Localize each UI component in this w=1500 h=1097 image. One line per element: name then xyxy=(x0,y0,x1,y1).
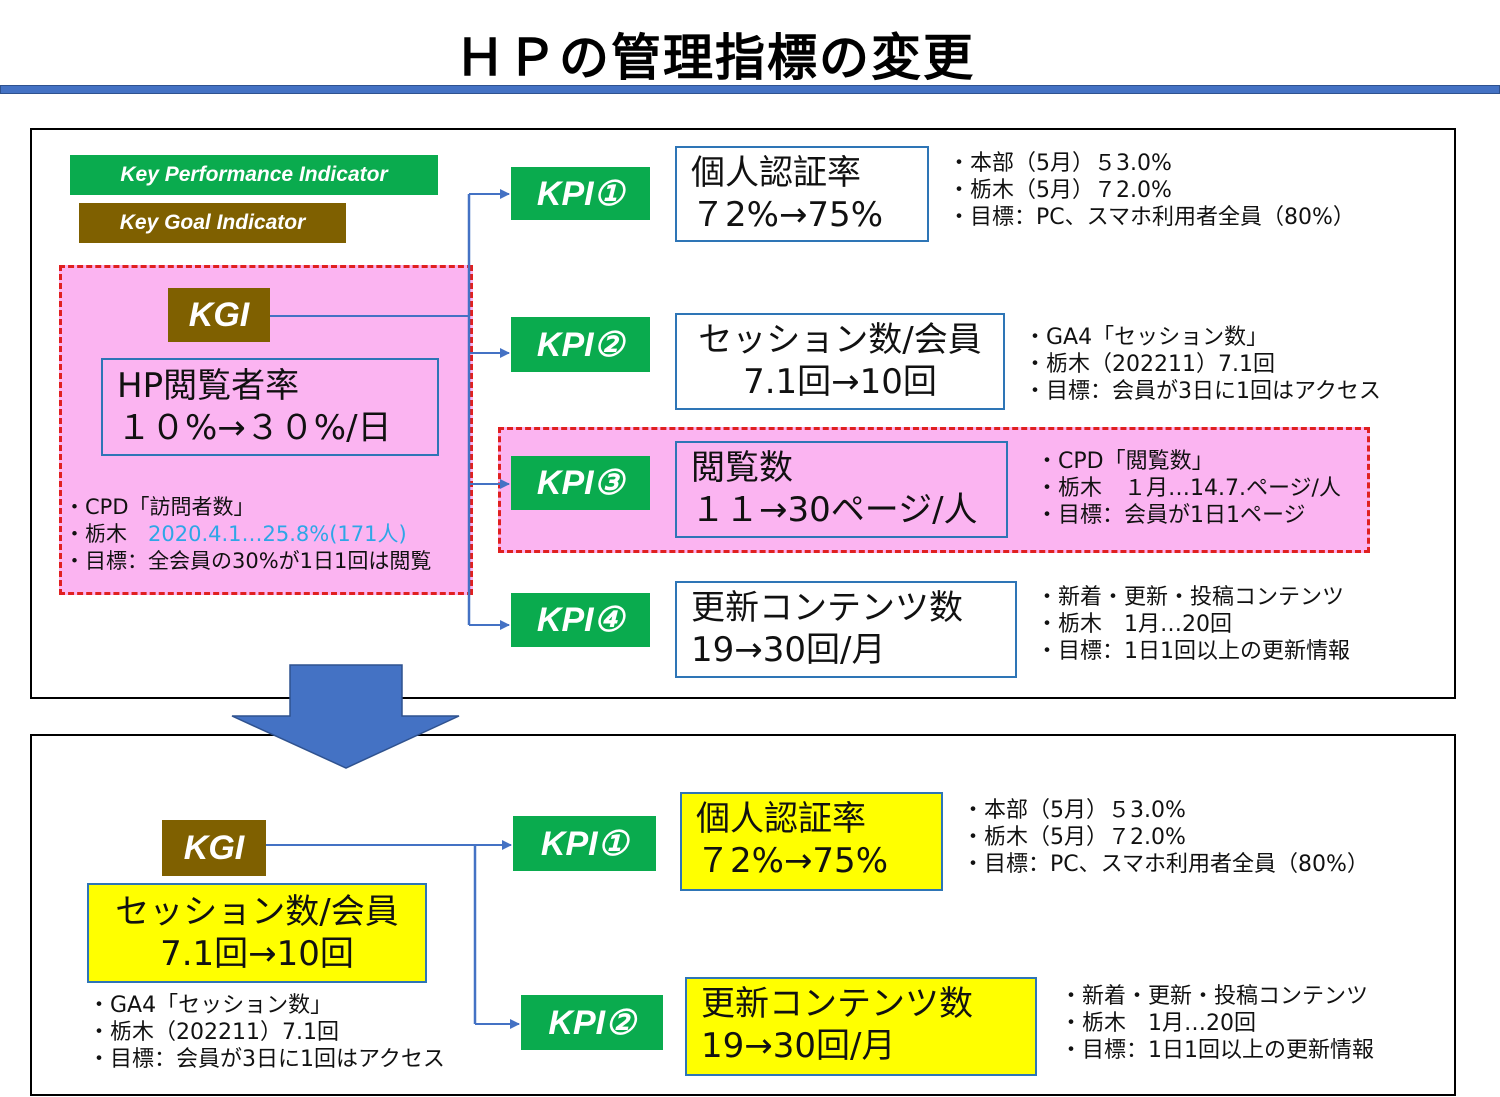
before-kpi3-metric-box: 閲覧数 １１→30ページ/人 xyxy=(675,441,1008,538)
note-line: ・目標：全会員の30%が1日1回は閲覧 xyxy=(64,549,432,573)
before-kpi4-metric-box: 更新コンテンツ数 19→30回/月 xyxy=(675,581,1017,678)
metric-value: 7.1回→10回 xyxy=(160,934,354,974)
after-kpi1-tag: KPI① xyxy=(513,816,656,871)
metric-name: 個人認証率 xyxy=(696,799,866,839)
before-kpi3-notes: ・CPD「閲覧数」 ・栃木 １月…14.7.ページ/人 ・目標：会員が1日1ペー… xyxy=(1036,448,1341,529)
after-kpi1-metric-box: 個人認証率 ７2%→75% xyxy=(680,792,943,891)
note-line: ・栃木（5月）７2.0% xyxy=(948,178,1172,203)
before-kgi-metric-value: １０%→３０%/日 xyxy=(117,408,392,448)
before-kpi2-metric-box: セッション数/会員 7.1回→10回 xyxy=(675,313,1005,410)
metric-name: セッション数/会員 xyxy=(115,892,399,932)
metric-value: １１→30ページ/人 xyxy=(691,490,978,530)
note-line: ・栃木（202211）7.1回 xyxy=(88,1020,339,1045)
metric-name: セッション数/会員 xyxy=(698,320,982,360)
note-line: ・CPD「閲覧数」 xyxy=(1036,449,1214,474)
metric-name: 個人認証率 xyxy=(691,153,861,193)
metric-name: 更新コンテンツ数 xyxy=(701,984,973,1024)
metric-value: ７2%→75% xyxy=(691,195,883,235)
before-kpi1-notes: ・本部（5月）５3.0% ・栃木（5月）７2.0% ・目標：PC、スマホ利用者全… xyxy=(948,150,1355,231)
note-line: ・CPD「訪問者数」 xyxy=(64,495,255,519)
note-line: ・新着・更新・投稿コンテンツ xyxy=(1060,984,1369,1009)
note-line: ・栃木 1月…20回 xyxy=(1036,612,1232,637)
after-kpi2-metric-box: 更新コンテンツ数 19→30回/月 xyxy=(685,977,1037,1076)
before-kpi1-metric-box: 個人認証率 ７2%→75% xyxy=(675,146,929,242)
note-line: ・目標：会員が3日に1回はアクセス xyxy=(1024,379,1381,404)
note-line: ・本部（5月）５3.0% xyxy=(962,798,1186,823)
before-kpi1-tag: KPI① xyxy=(511,167,650,220)
metric-value: 19→30回/月 xyxy=(701,1026,896,1066)
note-line: ・栃木 1月…20回 xyxy=(1060,1011,1256,1036)
legend-kgi: Key Goal Indicator xyxy=(79,203,346,243)
note-line: ・GA4「セッション数」 xyxy=(1024,325,1269,350)
note-line: ・栃木（202211）7.1回 xyxy=(1024,352,1275,377)
before-kpi3-tag: KPI③ xyxy=(511,456,650,510)
note-highlight-value: 2020.4.1…25.8%(171人) xyxy=(148,522,407,546)
transition-down-arrow-icon xyxy=(231,664,460,769)
legend-kpi: Key Performance Indicator xyxy=(70,155,438,195)
metric-name: 閲覧数 xyxy=(691,448,793,488)
before-kgi-metric-name: HP閲覧者率 xyxy=(117,366,300,406)
before-kgi-metric-box: HP閲覧者率 １０%→３０%/日 xyxy=(101,358,439,456)
before-kpi4-notes: ・新着・更新・投稿コンテンツ ・栃木 1月…20回 ・目標：1日1回以上の更新情… xyxy=(1036,584,1350,665)
metric-value: 19→30回/月 xyxy=(691,630,886,670)
note-line: ・栃木 2020.4.1…25.8%(171人) xyxy=(64,521,431,548)
note-line: ・目標：1日1回以上の更新情報 xyxy=(1036,639,1350,664)
after-kpi2-tag: KPI② xyxy=(521,995,663,1050)
note-line: ・本部（5月）５3.0% xyxy=(948,151,1172,176)
before-kpi2-notes: ・GA4「セッション数」 ・栃木（202211）7.1回 ・目標：会員が3日に1… xyxy=(1024,324,1381,405)
note-line: ・栃木 １月…14.7.ページ/人 xyxy=(1036,476,1341,501)
before-kgi-notes: ・CPD「訪問者数」 ・栃木 2020.4.1…25.8%(171人) ・目標：… xyxy=(64,494,431,575)
metric-value: 7.1回→10回 xyxy=(743,362,937,402)
note-prefix: ・栃木 xyxy=(64,522,148,546)
metric-name: 更新コンテンツ数 xyxy=(691,588,963,628)
after-kpi1-notes: ・本部（5月）５3.0% ・栃木（5月）７2.0% ・目標：PC、スマホ利用者全… xyxy=(962,797,1369,878)
note-line: ・目標：PC、スマホ利用者全員（80%） xyxy=(948,205,1355,230)
page-title: ＨＰの管理指標の変更 xyxy=(455,29,975,87)
after-kgi-notes: ・GA4「セッション数」 ・栃木（202211）7.1回 ・目標：会員が3日に1… xyxy=(88,992,445,1073)
note-line: ・目標：1日1回以上の更新情報 xyxy=(1060,1038,1374,1063)
after-kgi-metric-box: セッション数/会員 7.1回→10回 xyxy=(87,883,427,983)
note-line: ・目標：PC、スマホ利用者全員（80%） xyxy=(962,852,1369,877)
before-kpi2-tag: KPI② xyxy=(511,317,650,372)
note-line: ・新着・更新・投稿コンテンツ xyxy=(1036,585,1345,610)
note-line: ・目標：会員が3日に1回はアクセス xyxy=(88,1047,445,1072)
metric-value: ７2%→75% xyxy=(696,841,888,881)
before-kpi4-tag: KPI④ xyxy=(511,593,650,647)
after-kpi2-notes: ・新着・更新・投稿コンテンツ ・栃木 1月…20回 ・目標：1日1回以上の更新情… xyxy=(1060,983,1374,1064)
note-line: ・GA4「セッション数」 xyxy=(88,993,333,1018)
note-line: ・栃木（5月）７2.0% xyxy=(962,825,1186,850)
note-line: ・目標：会員が1日1ページ xyxy=(1036,503,1306,528)
before-kgi-tag: KGI xyxy=(168,288,270,342)
after-kgi-tag: KGI xyxy=(162,820,266,876)
